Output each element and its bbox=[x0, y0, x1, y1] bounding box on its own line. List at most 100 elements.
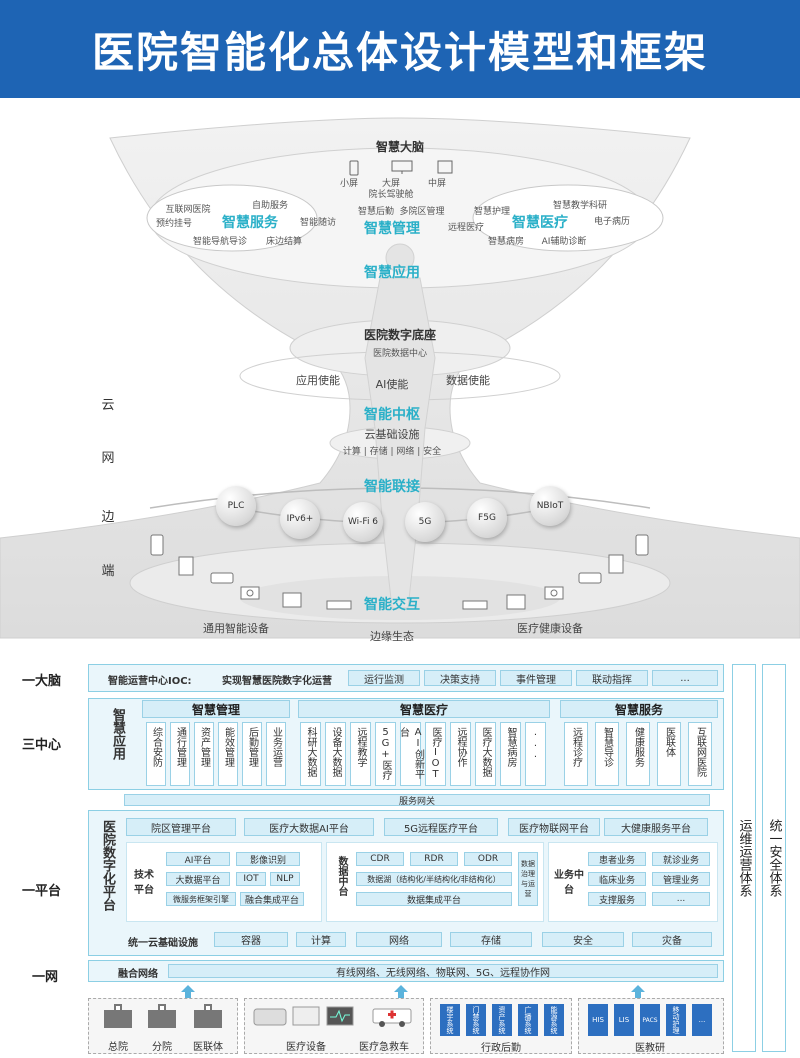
app-item-label: 医疗大数据 bbox=[480, 727, 491, 777]
biz-item: 临床业务 bbox=[588, 872, 646, 886]
node-plc: PLC bbox=[216, 486, 256, 526]
app-item: AI创新平台 bbox=[398, 722, 424, 786]
app-item-label: 医联体 bbox=[663, 727, 675, 757]
side-label-terminal: 端 bbox=[101, 564, 115, 579]
medical-item: 电子病历 bbox=[593, 217, 631, 227]
up-arrow-icon bbox=[394, 984, 408, 999]
services-item: 自助服务 bbox=[251, 201, 289, 211]
hospital-building-icon bbox=[102, 1004, 134, 1032]
app-item-label: 远程诊疗 bbox=[570, 727, 582, 767]
app-item-label: 设备大数据 bbox=[330, 727, 341, 777]
platform-item: 医疗大数据AI平台 bbox=[244, 818, 374, 836]
ioc-item: 决策支持 bbox=[424, 670, 496, 686]
base-sub: 医院数据中心 bbox=[372, 349, 428, 359]
app-item-label: 科研大数据 bbox=[305, 727, 316, 777]
row-label-centers: 三中心 bbox=[22, 738, 62, 753]
app-item: 资产管理 bbox=[194, 722, 214, 786]
research-block: 移动护理 bbox=[666, 1004, 686, 1036]
app-item-label: 能效管理 bbox=[222, 727, 234, 767]
app-item-label: 智慧病房 bbox=[505, 727, 516, 767]
row-label-platform: 一平台 bbox=[22, 884, 62, 899]
management-title: 智慧管理 bbox=[364, 221, 420, 237]
side-label-network: 网 bbox=[101, 451, 115, 466]
enable-data: 数据使能 bbox=[446, 374, 490, 387]
node-ipv6: IPv6+ bbox=[280, 499, 320, 539]
app-item: 健康服务 bbox=[626, 722, 650, 786]
biz-item: 支撑服务 bbox=[588, 892, 646, 906]
app-item: 智慧病房 bbox=[500, 722, 521, 786]
application-title: 智慧应用 bbox=[364, 265, 420, 281]
svc-header: 智慧服务 bbox=[560, 700, 718, 718]
biz-item: 管理业务 bbox=[652, 872, 710, 886]
services-item: 智能随访 bbox=[299, 218, 337, 228]
research-label: 医教研 bbox=[635, 1043, 665, 1054]
mgmt-item: 多院区管理 bbox=[399, 207, 445, 217]
biz-item: ... bbox=[652, 892, 710, 906]
security-system: 统一安全体系 bbox=[762, 664, 786, 1052]
app-item-label: 远程教学 bbox=[355, 727, 366, 767]
app-item: 5G+医疗 bbox=[375, 722, 396, 786]
medical-title: 智慧医疗 bbox=[512, 215, 568, 231]
architecture-illustration: 智慧大脑 小屏 大屏 中屏 院长驾驶舱 智慧服务 互联网医院 自助服务 预约挂号… bbox=[0, 98, 800, 658]
platform-item: 院区管理平台 bbox=[126, 818, 236, 836]
platform-label: 医院数字化平台 bbox=[100, 820, 115, 911]
smart-app-label: 智慧应用 bbox=[110, 708, 125, 760]
ioc-item: 运行监测 bbox=[348, 670, 420, 686]
node-nbiot: NBIoT bbox=[530, 486, 570, 526]
tech-item: IOT bbox=[236, 872, 266, 886]
node-wifi6: Wi-Fi 6 bbox=[343, 502, 383, 542]
admin-block: 能源系统 bbox=[544, 1004, 564, 1036]
medical-device-icon bbox=[253, 1005, 287, 1031]
infra-item: 计算 bbox=[296, 932, 346, 947]
enable-app: 应用使能 bbox=[296, 374, 340, 387]
med-header: 智慧医疗 bbox=[298, 700, 550, 718]
app-item-label: 后勤管理 bbox=[246, 727, 258, 767]
ioc-label: 智能运营中心IOC: bbox=[108, 676, 192, 687]
net-label: 融合网络 bbox=[118, 969, 158, 980]
mgmt-header: 智慧管理 bbox=[142, 700, 290, 718]
framework-diagram: 一大脑 三中心 一平台 一网 智能运营中心IOC: 实现智慧医院数字化运营 运行… bbox=[0, 658, 800, 1058]
row-label-brain: 一大脑 bbox=[22, 674, 62, 689]
admin-block: 广播系统 bbox=[518, 1004, 538, 1036]
brain-label: 智慧大脑 bbox=[375, 140, 425, 154]
app-item-label: 智慧导诊 bbox=[601, 727, 613, 767]
hospital-building-icon bbox=[192, 1004, 224, 1032]
up-arrow-icon bbox=[631, 984, 645, 999]
tech-item: 融合集成平台 bbox=[240, 892, 304, 906]
app-item: 智慧导诊 bbox=[595, 722, 619, 786]
tech-item: 影像识别 bbox=[236, 852, 300, 866]
tech-label: 技术平台 bbox=[134, 870, 154, 896]
net-desc: 有线网络、无线网络、物联网、5G、远程协作网 bbox=[168, 964, 718, 979]
device-cockpit: 院长驾驶舱 bbox=[368, 190, 414, 200]
device-small: 小屏 bbox=[339, 179, 359, 189]
row-label-network: 一网 bbox=[32, 970, 59, 985]
interact-title: 智能交互 bbox=[364, 597, 420, 613]
app-item-label: 互联网医院 bbox=[694, 727, 706, 777]
app-item: 医疗IOT bbox=[425, 722, 446, 786]
app-item-label: 医疗IOT bbox=[430, 727, 441, 780]
platform-item: 大健康服务平台 bbox=[604, 818, 708, 836]
app-item: 互联网医院 bbox=[688, 722, 712, 786]
page-title: 医院智能化总体设计模型和框架 bbox=[91, 27, 708, 77]
services-item: 智能导航导诊 bbox=[192, 237, 248, 247]
infra-item: 网络 bbox=[356, 932, 442, 947]
monitor-device-icon bbox=[326, 1005, 354, 1031]
equipment-label: 医疗设备 bbox=[286, 1042, 326, 1053]
ambulance-label: 医疗急救车 bbox=[359, 1042, 409, 1053]
admin-block: 楼宇系统 bbox=[440, 1004, 460, 1036]
app-item: 综合安防 bbox=[146, 722, 166, 786]
services-title: 智慧服务 bbox=[222, 215, 278, 231]
connect-title: 智能联接 bbox=[364, 479, 420, 495]
platform-item: 医疗物联网平台 bbox=[508, 818, 600, 836]
admin-block: 门禁系统 bbox=[466, 1004, 486, 1036]
app-item-label: 健康服务 bbox=[632, 727, 644, 767]
node-f5g: F5G bbox=[467, 498, 507, 538]
app-item: 远程诊疗 bbox=[564, 722, 588, 786]
app-item-label: 5G+医疗 bbox=[380, 727, 391, 780]
biz-label: 业务中台 bbox=[554, 870, 584, 896]
node-5g: 5G bbox=[405, 502, 445, 542]
app-item-label: ... bbox=[530, 727, 541, 760]
services-item: 预约挂号 bbox=[155, 219, 193, 229]
tech-item: 微服务框架引擎 bbox=[166, 892, 236, 906]
app-item-label: 综合安防 bbox=[150, 727, 162, 767]
